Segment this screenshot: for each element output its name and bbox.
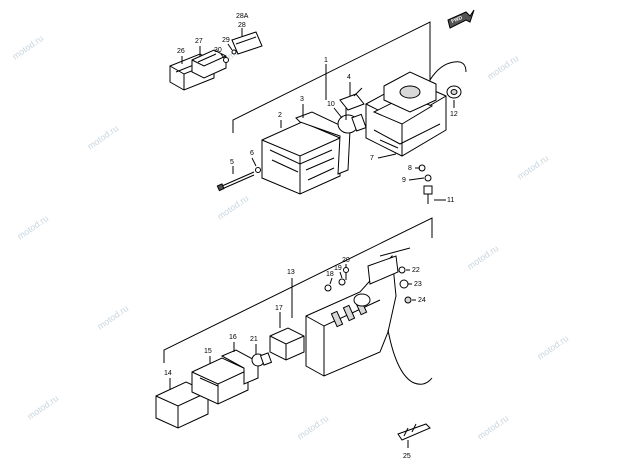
watermark-text: motod.ru [215, 193, 250, 222]
callout-29: 29 [222, 37, 230, 44]
lens-gasket-3 [295, 111, 351, 175]
screw-5 [216, 171, 255, 192]
callout-21: 21 [250, 336, 258, 343]
watermark-text: motod.ru [25, 393, 60, 422]
watermark-text: motod.ru [475, 413, 510, 442]
bulb-10 [337, 113, 367, 134]
watermark-text: motod.ru [295, 413, 330, 442]
nut-22 [398, 266, 406, 274]
callout-9: 9 [402, 177, 406, 184]
washer-23 [399, 279, 409, 289]
callout-17: 17 [275, 305, 283, 312]
callout-22: 22 [412, 267, 420, 274]
license-lens-27 [191, 49, 227, 79]
washer-9 [424, 174, 432, 182]
callout-18: 18 [326, 271, 334, 278]
watermark-text: motod.ru [485, 53, 520, 82]
leader-lines [169, 28, 455, 448]
watermark-layer: motod.ru motod.ru motod.ru motod.ru moto… [10, 33, 570, 442]
fwd-badge-text: FWD [451, 15, 464, 25]
callout-8: 8 [408, 165, 412, 172]
bulb-socket-4 [339, 87, 365, 120]
callout-13: 13 [287, 269, 295, 276]
watermark-text: motod.ru [95, 303, 130, 332]
callout-23: 23 [414, 281, 422, 288]
screw-29 [231, 49, 237, 55]
callout-7: 7 [370, 155, 374, 162]
callout-2: 2 [278, 112, 282, 119]
wire-clip-25 [397, 423, 431, 441]
callout-10: 10 [327, 101, 335, 108]
callout-28a: 28A [236, 13, 249, 20]
callout-14: 14 [164, 370, 172, 377]
lamp-body-15 [191, 357, 249, 405]
callout-1: 1 [324, 57, 328, 64]
callout-5: 5 [230, 159, 234, 166]
callout-12: 12 [450, 111, 458, 118]
callout-27: 27 [195, 38, 203, 45]
gasket-16 [220, 349, 259, 385]
washer-19 [338, 278, 346, 286]
grommet-12 [446, 85, 462, 99]
bolt-20 [343, 267, 349, 280]
cover-plate-28a [231, 31, 263, 55]
forward-direction-badge: FWD [447, 9, 475, 29]
callout-3: 3 [300, 96, 304, 103]
watermark-text: motod.ru [535, 333, 570, 362]
wire-lower [387, 329, 433, 385]
washer-6 [255, 167, 261, 173]
bolt-11 [423, 185, 433, 204]
callout-19: 19 [334, 265, 342, 272]
callout-26: 26 [177, 48, 185, 55]
callout-24: 24 [418, 297, 426, 304]
lamp-housing-7 [365, 71, 447, 157]
callout-16: 16 [229, 334, 237, 341]
callout-20: 20 [342, 257, 350, 264]
tail-lens-2 [261, 121, 341, 195]
lamp-bracket [305, 247, 411, 377]
callout-30: 30 [214, 47, 222, 54]
watermark-text: motod.ru [515, 153, 550, 182]
bolt-24 [404, 296, 412, 304]
callout-labels: 1 2 3 4 5 6 7 8 9 10 11 12 26 27 28A 28 … [164, 13, 458, 460]
socket-17 [269, 327, 305, 361]
washer-30 [223, 57, 229, 63]
callout-15: 15 [204, 348, 212, 355]
callout-11: 11 [447, 197, 454, 204]
watermark-text: motod.ru [10, 33, 45, 62]
watermark-text: motod.ru [15, 213, 50, 242]
callout-25: 25 [403, 453, 411, 460]
wire-upper [429, 61, 467, 81]
group-line-13 [163, 217, 433, 363]
watermark-text: motod.ru [465, 243, 500, 272]
callout-6: 6 [250, 150, 254, 157]
watermark-text: motod.ru [85, 123, 120, 152]
callout-28: 28 [238, 22, 246, 29]
nut-18 [324, 284, 332, 292]
callout-4: 4 [347, 74, 351, 81]
bulb-21 [251, 352, 273, 367]
